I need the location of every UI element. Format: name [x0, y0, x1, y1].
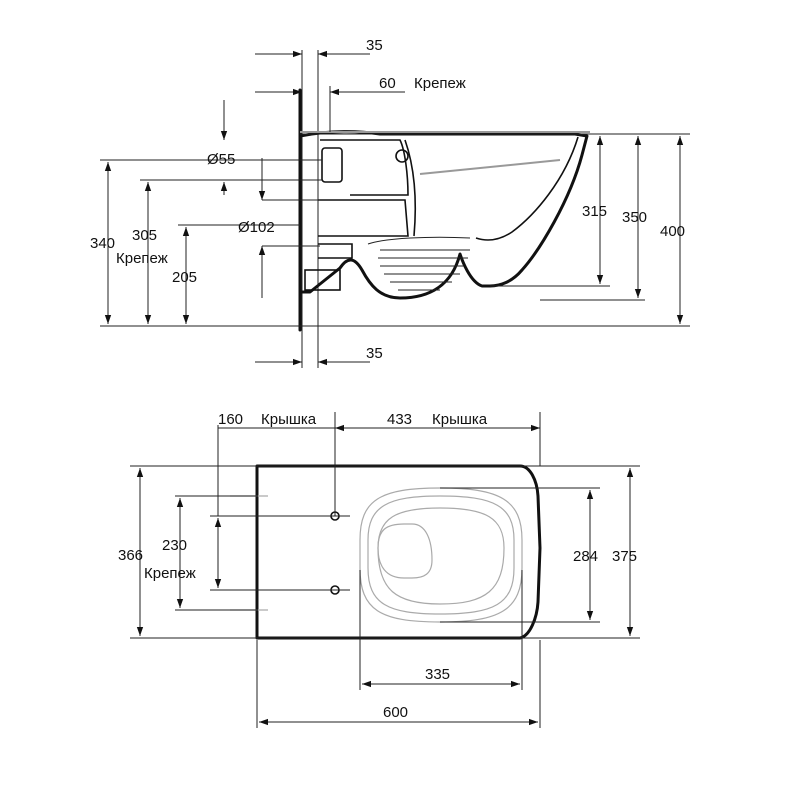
dim-205: 205	[172, 269, 197, 286]
water-hatch	[378, 249, 470, 291]
dim-315: 315	[582, 203, 607, 220]
dim-340: 340	[90, 235, 115, 252]
dim-366: 366	[118, 547, 143, 564]
label-fixing-top: Крепеж	[414, 75, 466, 92]
label-lid-160: Крышка	[261, 411, 317, 428]
dim-diameter-102: Ø102	[238, 219, 275, 236]
dim-433: 433	[387, 411, 412, 428]
flush-pipe	[321, 147, 343, 183]
dim-60: 60	[379, 75, 396, 92]
outlet-pipe	[304, 269, 341, 291]
label-lid-433: Крышка	[432, 411, 488, 428]
toilet-seat	[359, 487, 523, 623]
dim-350: 350	[622, 209, 647, 226]
dim-400: 400	[660, 223, 685, 240]
dim-375: 375	[612, 548, 637, 565]
dim-35-bottom: 35	[366, 345, 383, 362]
toilet-top-outline	[255, 464, 542, 640]
dim-600: 600	[383, 704, 408, 721]
side-view: 35 60 Крепеж Ø55 Ø102 340 305 Крепеж 205	[90, 37, 690, 368]
toilet-bowl	[377, 507, 505, 605]
dim-305: 305	[132, 227, 157, 244]
dim-diameter-55: Ø55	[207, 151, 235, 168]
dim-335: 335	[425, 666, 450, 683]
label-fixing-top-view: Крепеж	[144, 565, 196, 582]
dim-284: 284	[573, 548, 598, 565]
label-fixing-left: Крепеж	[116, 250, 168, 267]
dim-35-top: 35	[366, 37, 383, 54]
fixing-point	[395, 149, 409, 163]
top-view: 160 Крышка 433 Крышка 366 230 Крепеж 284…	[118, 411, 640, 728]
toilet-side-outline	[298, 130, 589, 300]
dim-160: 160	[218, 411, 243, 428]
dim-230: 230	[162, 537, 187, 554]
